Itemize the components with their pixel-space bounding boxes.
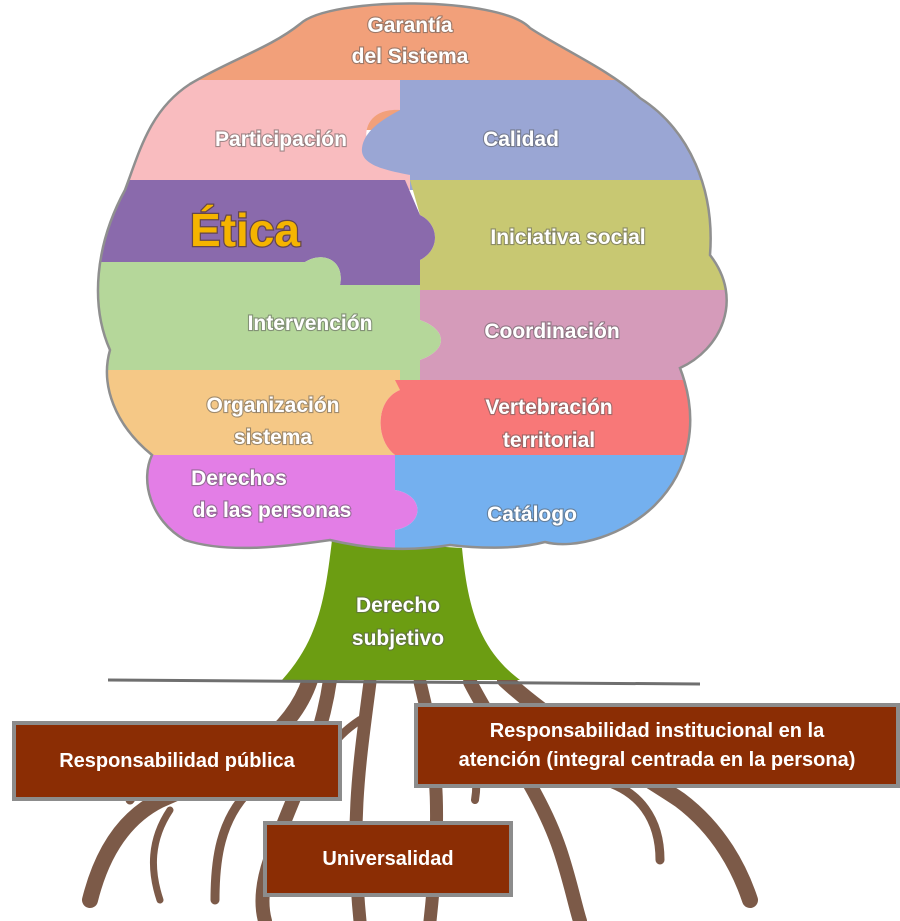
piece-calidad (361, 80, 727, 190)
label-catalogo: Catálogo (487, 503, 577, 526)
label-derechos-line2: de las personas (193, 499, 352, 522)
label-calidad: Calidad (483, 128, 559, 151)
piece-catalogo (395, 455, 727, 549)
piece-coordinacion (400, 290, 727, 390)
label-intervencion: Intervención (248, 312, 373, 335)
label-organizacion-line1: Organización (206, 394, 339, 417)
piece-vertebracion (380, 380, 727, 465)
box-universalidad: Universalidad (263, 821, 513, 897)
label-coordinacion: Coordinación (484, 320, 619, 343)
box-responsabilidad-institucional: Responsabilidad institucional en la aten… (414, 703, 900, 788)
piece-iniciativa (410, 180, 727, 300)
box-responsabilidad-institucional-line1: Responsabilidad institucional en la (489, 719, 825, 742)
trunk (282, 540, 520, 680)
label-trunk-line1: Derecho (356, 594, 440, 617)
piece-participacion (98, 80, 410, 190)
box-responsabilidad-institucional-line2: atención (integral centrada en la person… (458, 748, 856, 771)
box-responsabilidad-publica: Responsabilidad pública (12, 721, 342, 801)
label-vertebracion-line2: territorial (503, 429, 595, 452)
label-etica: Ética (190, 204, 300, 256)
root-strand (149, 806, 174, 904)
label-participacion: Participación (215, 128, 347, 151)
label-garantia-line2: del Sistema (352, 45, 469, 68)
label-organizacion-line2: sistema (234, 426, 313, 449)
label-garantia-line1: Garantía (367, 14, 453, 37)
root-strand (595, 775, 665, 865)
crown-outline (96, 2, 728, 551)
crown (98, 3, 727, 549)
label-trunk-line2: subjetivo (352, 627, 444, 650)
box-responsabilidad-publica-text: Responsabilidad pública (59, 749, 295, 772)
label-derechos-line1: Derechos (191, 467, 287, 490)
ground-line (107, 678, 701, 686)
label-vertebracion-line1: Vertebración (485, 396, 612, 419)
label-iniciativa: Iniciativa social (490, 226, 645, 249)
root-strand (210, 785, 255, 905)
box-universalidad-text: Universalidad (322, 847, 454, 870)
